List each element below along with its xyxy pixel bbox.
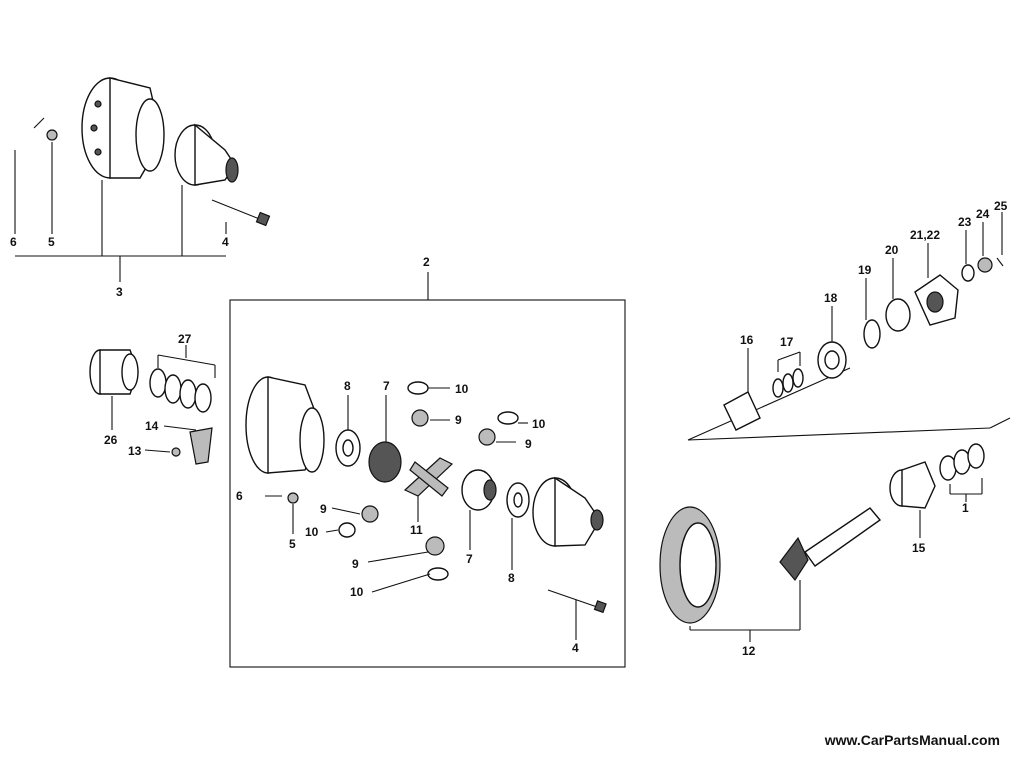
callout-10-a: 10 bbox=[455, 382, 469, 396]
callout-20: 20 bbox=[885, 243, 899, 257]
callout-24: 24 bbox=[976, 207, 990, 221]
callout-1: 1 bbox=[962, 501, 969, 515]
callout-21-22: 21,22 bbox=[910, 228, 940, 242]
callout-18: 18 bbox=[824, 291, 838, 305]
watermark-text: www.CarPartsManual.com bbox=[824, 732, 1000, 748]
callout-5-top: 5 bbox=[48, 235, 55, 249]
callout-16: 16 bbox=[740, 333, 754, 347]
callout-25: 25 bbox=[994, 199, 1008, 213]
assembly-3-group bbox=[14, 77, 271, 282]
callout-10-d: 10 bbox=[350, 585, 364, 599]
callout-4-top: 4 bbox=[222, 235, 229, 249]
callout-15: 15 bbox=[912, 541, 926, 555]
callout-7-top: 7 bbox=[383, 379, 390, 393]
callout-7-bottom: 7 bbox=[466, 552, 473, 566]
callout-14: 14 bbox=[145, 419, 159, 433]
callout-9-b: 9 bbox=[525, 437, 532, 451]
callout-19: 19 bbox=[858, 263, 872, 277]
callout-8-top: 8 bbox=[344, 379, 351, 393]
left-bearing-group bbox=[89, 345, 216, 465]
callout-27: 27 bbox=[178, 332, 192, 346]
callout-9-d: 9 bbox=[352, 557, 359, 571]
callout-6-top: 6 bbox=[10, 235, 17, 249]
callout-4-bottom: 4 bbox=[572, 641, 579, 655]
pinion-assembly-group bbox=[659, 212, 1011, 642]
callout-12: 12 bbox=[742, 644, 756, 658]
callout-17: 17 bbox=[780, 335, 794, 349]
callout-8-bottom: 8 bbox=[508, 571, 515, 585]
callout-26: 26 bbox=[104, 433, 118, 447]
callout-23: 23 bbox=[958, 215, 972, 229]
assembly-2-group bbox=[229, 272, 626, 668]
callout-2: 2 bbox=[423, 255, 430, 269]
callout-5-bottom: 5 bbox=[289, 537, 296, 551]
callout-10-c: 10 bbox=[305, 525, 319, 539]
callout-9-a: 9 bbox=[455, 413, 462, 427]
callout-10-b: 10 bbox=[532, 417, 546, 431]
callout-6-bottom: 6 bbox=[236, 489, 243, 503]
callout-11: 11 bbox=[410, 523, 423, 537]
callout-3: 3 bbox=[116, 285, 123, 299]
callout-labels: 1 2 3 4 4 5 5 6 6 7 7 8 8 9 9 9 9 10 10 … bbox=[10, 199, 1008, 658]
callout-9-c: 9 bbox=[320, 502, 327, 516]
callout-13: 13 bbox=[128, 444, 142, 458]
